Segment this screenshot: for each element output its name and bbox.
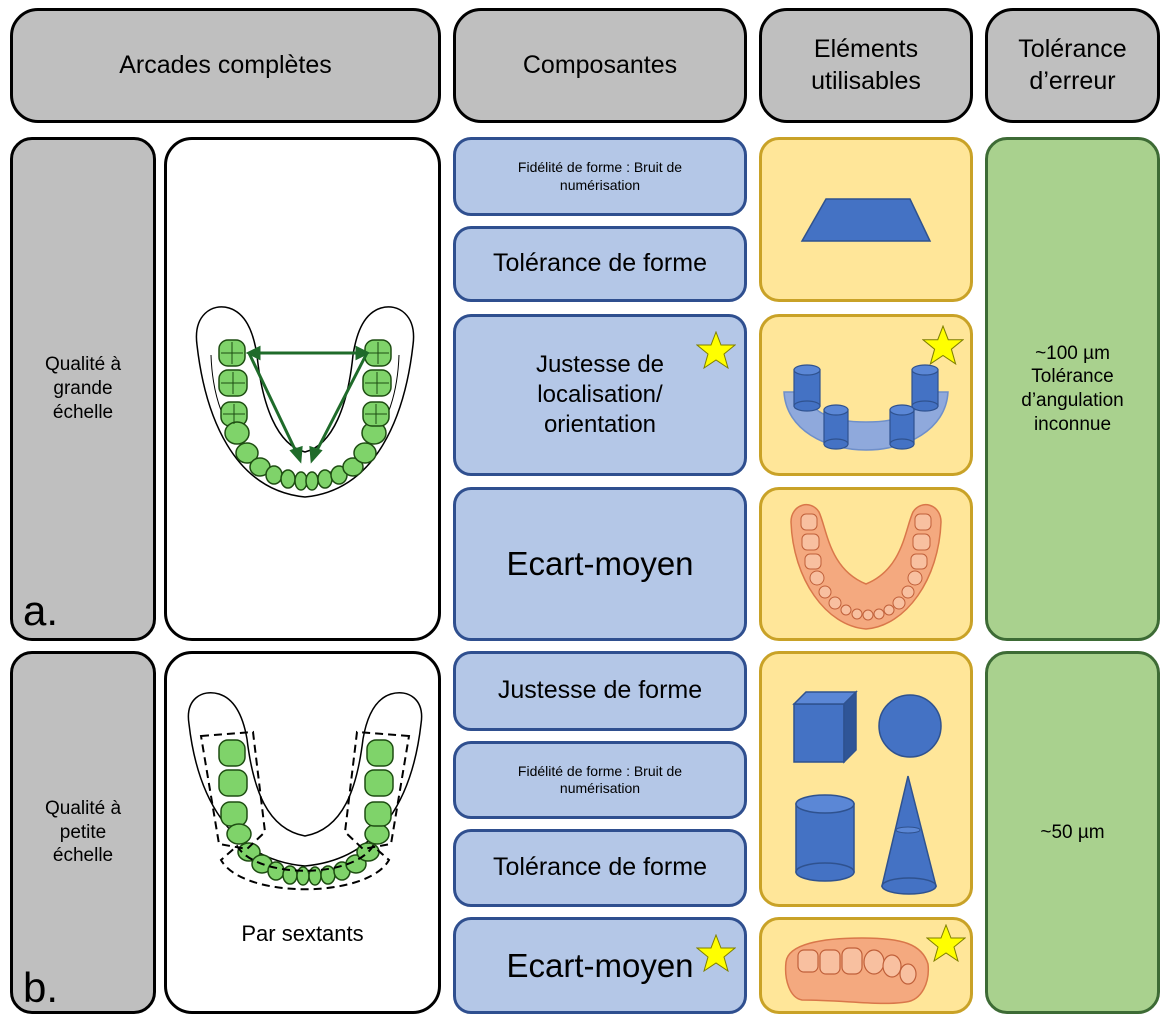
section-a-tolerance: ~100 µm Tolérance d’angulation inconnue <box>985 137 1160 641</box>
header-elements-label: Eléments utilisables <box>811 35 921 95</box>
section-b-component-2: Fidélité de forme : Bruit de numérisatio… <box>453 741 747 819</box>
section-a-component-1: Fidélité de forme : Bruit de numérisatio… <box>453 137 747 216</box>
header-tolerance-label: Tolérance d’erreur <box>1018 35 1127 95</box>
section-a-component-2: Tolérance de forme <box>453 226 747 302</box>
section-b-image-box: Par sextants <box>164 651 441 1014</box>
header-tolerance: Tolérance d’erreur <box>985 8 1160 123</box>
section-b-component-2-label: Fidélité de forme : Bruit de numérisatio… <box>517 762 683 797</box>
section-b-element-primitives <box>759 651 973 907</box>
section-b-component-3: Tolérance de forme <box>453 829 747 907</box>
trapezoid-icon <box>800 197 932 242</box>
header-composantes: Composantes <box>453 8 747 123</box>
sextant-arch-icon <box>187 692 423 891</box>
star-icon <box>696 934 736 972</box>
primitives-icon <box>792 690 942 895</box>
section-a-label: Qualité à grande échelle <box>44 354 122 423</box>
header-arcades-label: Arcades complètes <box>119 50 332 79</box>
section-b-letter: b. <box>23 964 59 1011</box>
section-b-component-4: Ecart-moyen <box>453 917 747 1014</box>
section-b-label: Qualité à petite échelle <box>44 797 122 867</box>
section-b-label-box: Qualité à petite échelle b. <box>10 651 156 1014</box>
section-a-element-cylinders <box>759 314 973 476</box>
cube-icon <box>792 690 858 764</box>
cylinder-plate-icon <box>783 364 949 451</box>
section-a-component-2-label: Tolérance de forme <box>492 249 707 278</box>
cone-icon <box>881 775 937 895</box>
dental-arch-icon <box>790 503 942 630</box>
section-b-component-1: Justesse de forme <box>453 651 747 731</box>
section-b-tolerance-label: ~50 µm <box>1040 821 1105 843</box>
header-arcades: Arcades complètes <box>10 8 441 123</box>
section-b-component-1-label: Justesse de forme <box>497 676 703 705</box>
section-a-component-4: Ecart-moyen <box>453 487 747 641</box>
section-a-image-box <box>164 137 441 641</box>
star-icon <box>926 924 966 962</box>
sextant-segment-icon <box>784 937 930 1005</box>
section-a-component-4-label: Ecart-moyen <box>506 545 694 583</box>
section-b-tolerance: ~50 µm <box>985 651 1160 1014</box>
section-b-component-4-label: Ecart-moyen <box>506 946 694 984</box>
cylinder-icon <box>795 794 855 882</box>
sphere-icon <box>878 694 942 758</box>
section-a-label-box: Qualité à grande échelle a. <box>10 137 156 641</box>
section-a-letter: a. <box>23 587 59 634</box>
section-a-element-arch <box>759 487 973 641</box>
section-a-component-3: Justesse de localisation/ orientation <box>453 314 747 476</box>
section-b-element-sextant <box>759 917 973 1014</box>
dental-arch-triangle-icon <box>195 306 415 498</box>
section-a-component-1-label: Fidélité de forme : Bruit de numérisatio… <box>517 159 683 193</box>
star-icon <box>696 331 736 369</box>
section-a-tolerance-label: ~100 µm Tolérance d’angulation inconnue <box>1021 342 1124 435</box>
section-b-caption: Par sextants <box>241 921 364 946</box>
section-b-component-3-label: Tolérance de forme <box>492 853 707 882</box>
section-a-element-trapezoid <box>759 137 973 302</box>
star-icon <box>922 325 964 365</box>
header-elements: Eléments utilisables <box>759 8 973 123</box>
header-composantes-label: Composantes <box>522 50 678 79</box>
section-a-component-3-label: Justesse de localisation/ orientation <box>535 351 665 438</box>
